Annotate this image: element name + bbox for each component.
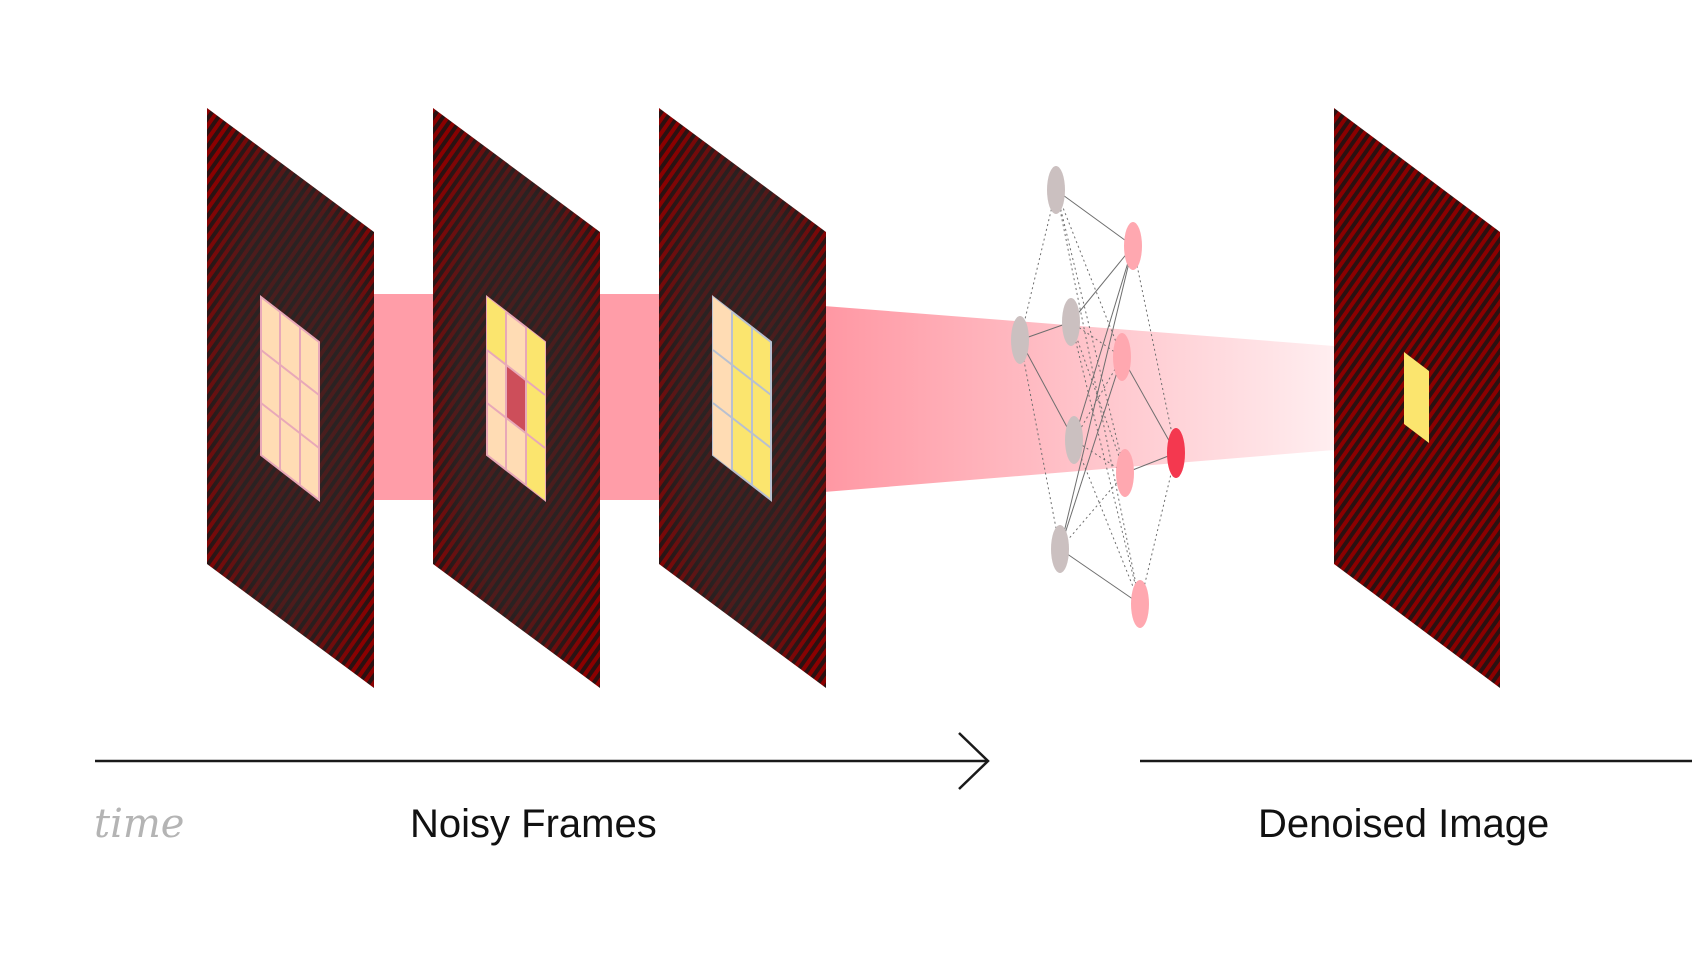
- center-pixel-red: [506, 365, 526, 433]
- noisy-frame-2: [433, 108, 600, 688]
- hidden-node-1a: [1062, 298, 1080, 346]
- neural-network: [1011, 166, 1185, 628]
- denoised-image-label: Denoised Image: [1258, 802, 1550, 846]
- hidden-node-1b: [1065, 416, 1083, 464]
- noisy-frame-1: [207, 108, 374, 688]
- network-connections: [1019, 189, 1177, 605]
- time-label: time: [94, 801, 185, 847]
- hidden-node-2c: [1116, 449, 1134, 497]
- hidden-node-2d: [1131, 580, 1149, 628]
- hidden-node-2b: [1113, 333, 1131, 381]
- noisy-frame-3: [659, 108, 826, 688]
- patch-grid-3: [712, 294, 772, 503]
- hidden-node-1c: [1051, 525, 1069, 573]
- denoised-pixel: [1404, 352, 1429, 443]
- patch-grid-1: [260, 294, 320, 503]
- output-node: [1167, 428, 1185, 478]
- patch-grid-2: [486, 294, 546, 503]
- beam-cone: [824, 306, 1334, 492]
- input-node-1: [1047, 166, 1065, 214]
- input-node-2: [1011, 316, 1029, 364]
- noisy-frames-label: Noisy Frames: [410, 802, 657, 846]
- hidden-node-2a: [1124, 222, 1142, 270]
- denoised-frame: [1334, 108, 1500, 688]
